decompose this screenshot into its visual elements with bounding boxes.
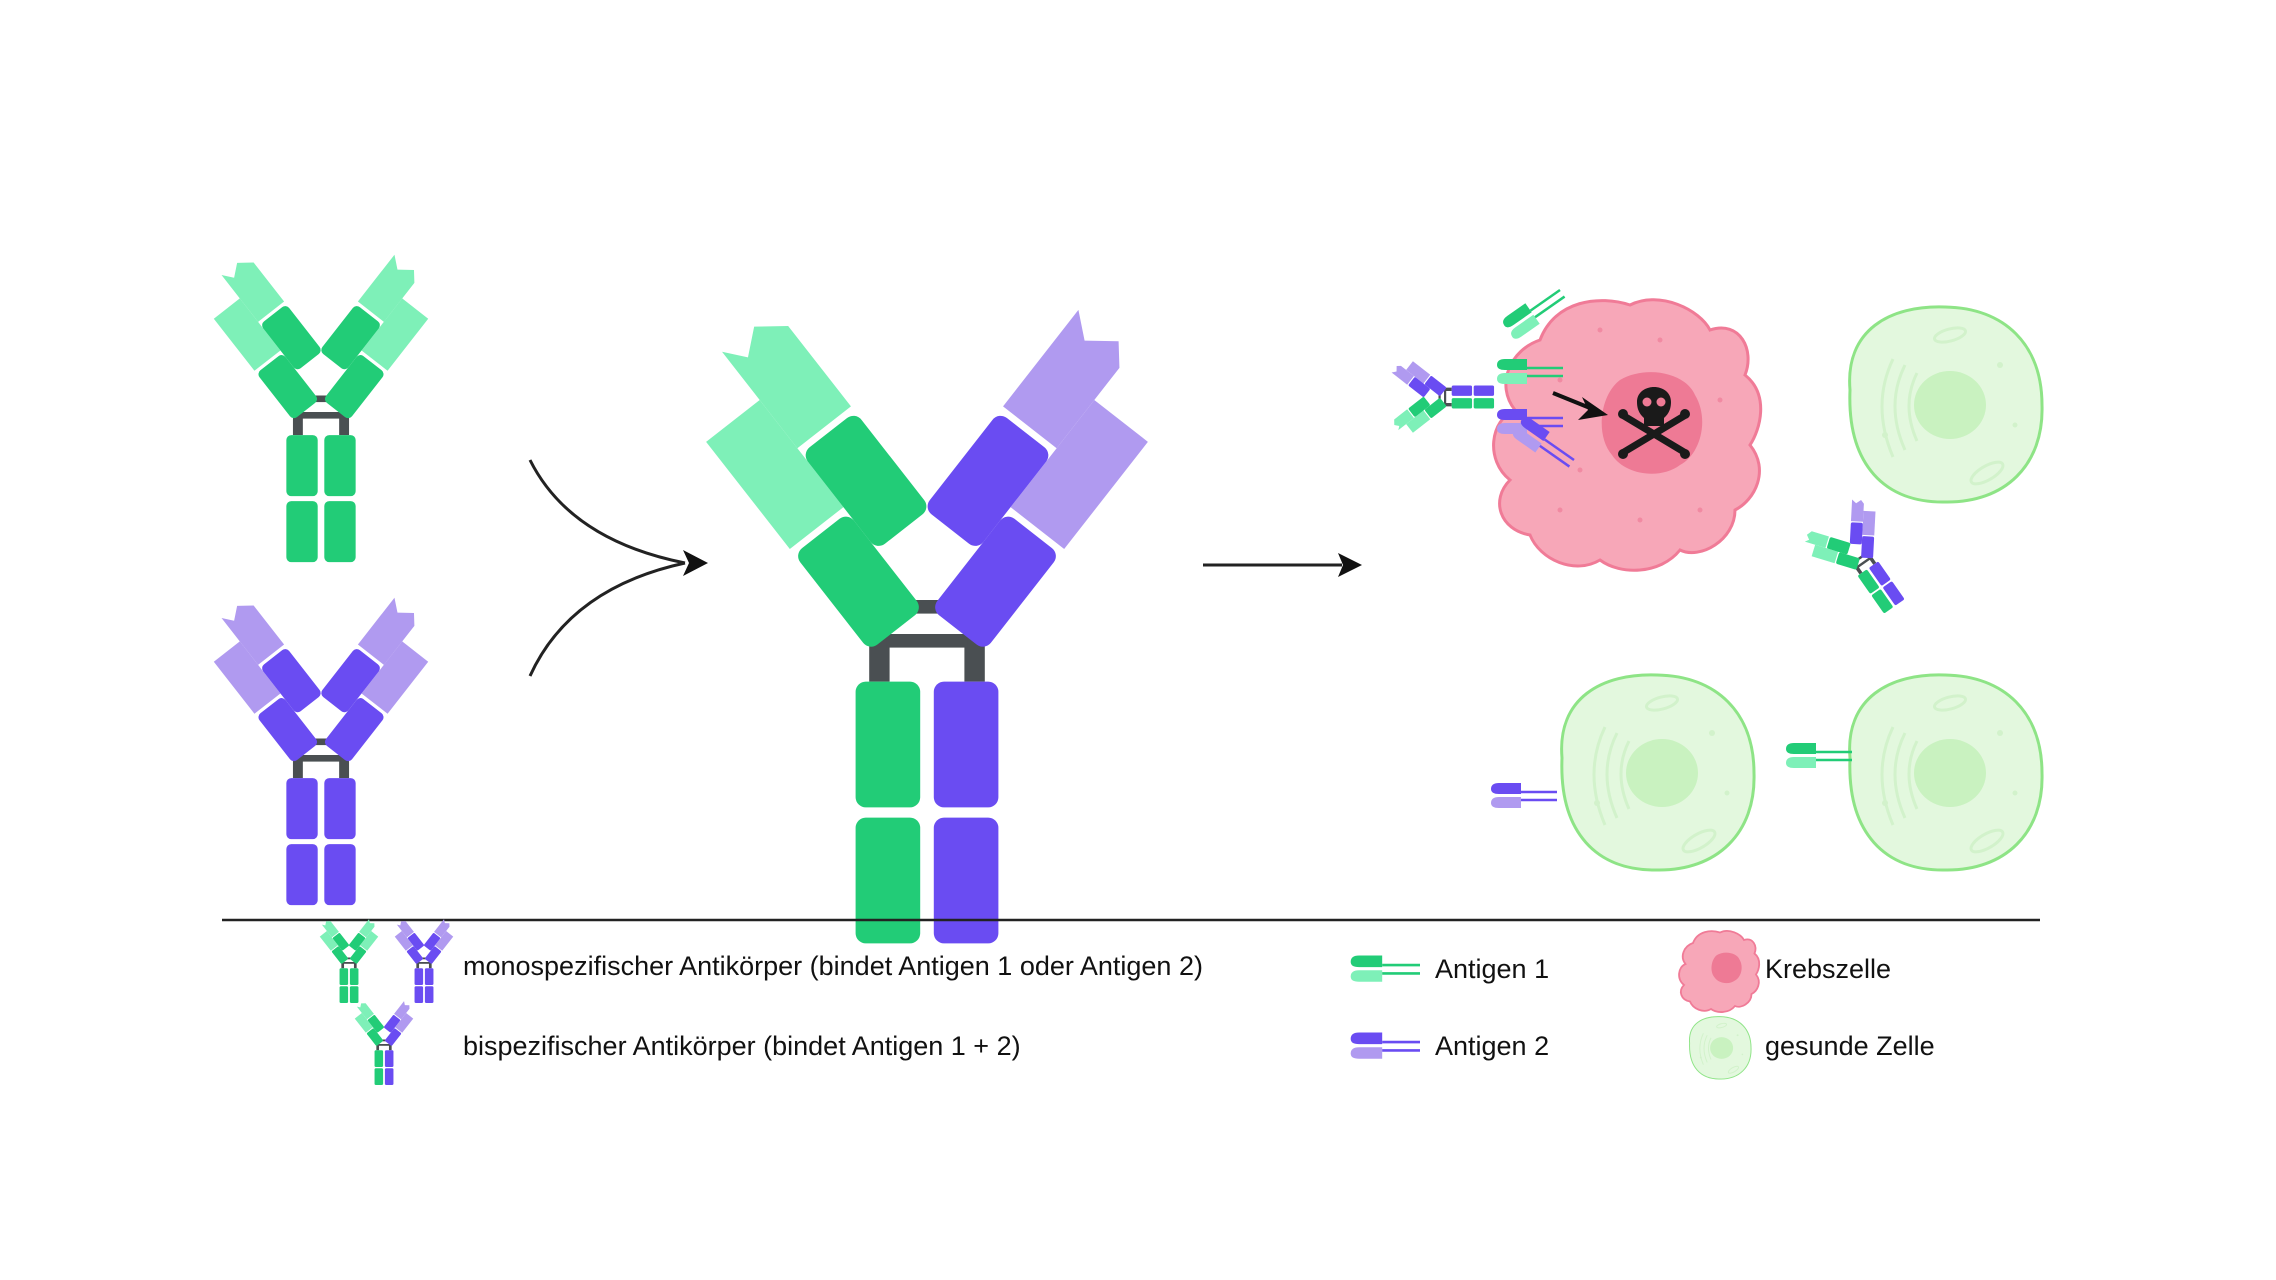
bispecific-antibody-free — [1791, 486, 1934, 635]
bispecific-antibody-large — [668, 310, 1185, 944]
result-arrow — [1203, 553, 1362, 577]
healthy-cell — [1848, 673, 2044, 872]
antigen-2-on-healthy-cell — [1489, 781, 1559, 810]
legend-mono-purple-icon — [388, 917, 460, 1005]
monospecific-antibody-green — [196, 255, 447, 562]
kill-arrow — [1552, 391, 1608, 420]
legend-antigen-2-label: Antigen 2 — [1435, 1031, 1550, 1061]
healthy-cell — [1560, 673, 1756, 872]
legend-healthy-cell-icon — [1688, 1016, 1752, 1080]
bispecific-antibody-bound — [1389, 353, 1496, 441]
legend-antigen-2-icon — [1349, 1031, 1422, 1061]
legend-bispecific-icon — [348, 999, 420, 1087]
legend-healthy-label: gesunde Zelle — [1765, 1031, 1935, 1061]
skull-crossbones-icon — [1618, 387, 1690, 459]
merge-arrow — [528, 459, 708, 677]
antigen-1-on-healthy-cell — [1784, 741, 1854, 770]
legend-cancer-cell-icon — [1678, 930, 1761, 1013]
legend-cancer-label: Krebszelle — [1765, 954, 1892, 984]
legend-mono-green-icon — [313, 917, 385, 1005]
healthy-cell — [1848, 305, 2044, 504]
legend-mono-label: monospezifischer Antikörper (bindet Anti… — [463, 951, 1203, 981]
legend-antigen-1-label: Antigen 1 — [1435, 954, 1550, 984]
legend-bi-label: bispezifischer Antikörper (bindet Antige… — [463, 1031, 1021, 1061]
cancer-cell — [1492, 298, 1763, 572]
legend-antigen-1-icon — [1349, 954, 1422, 984]
monospecific-antibody-purple — [196, 598, 447, 905]
